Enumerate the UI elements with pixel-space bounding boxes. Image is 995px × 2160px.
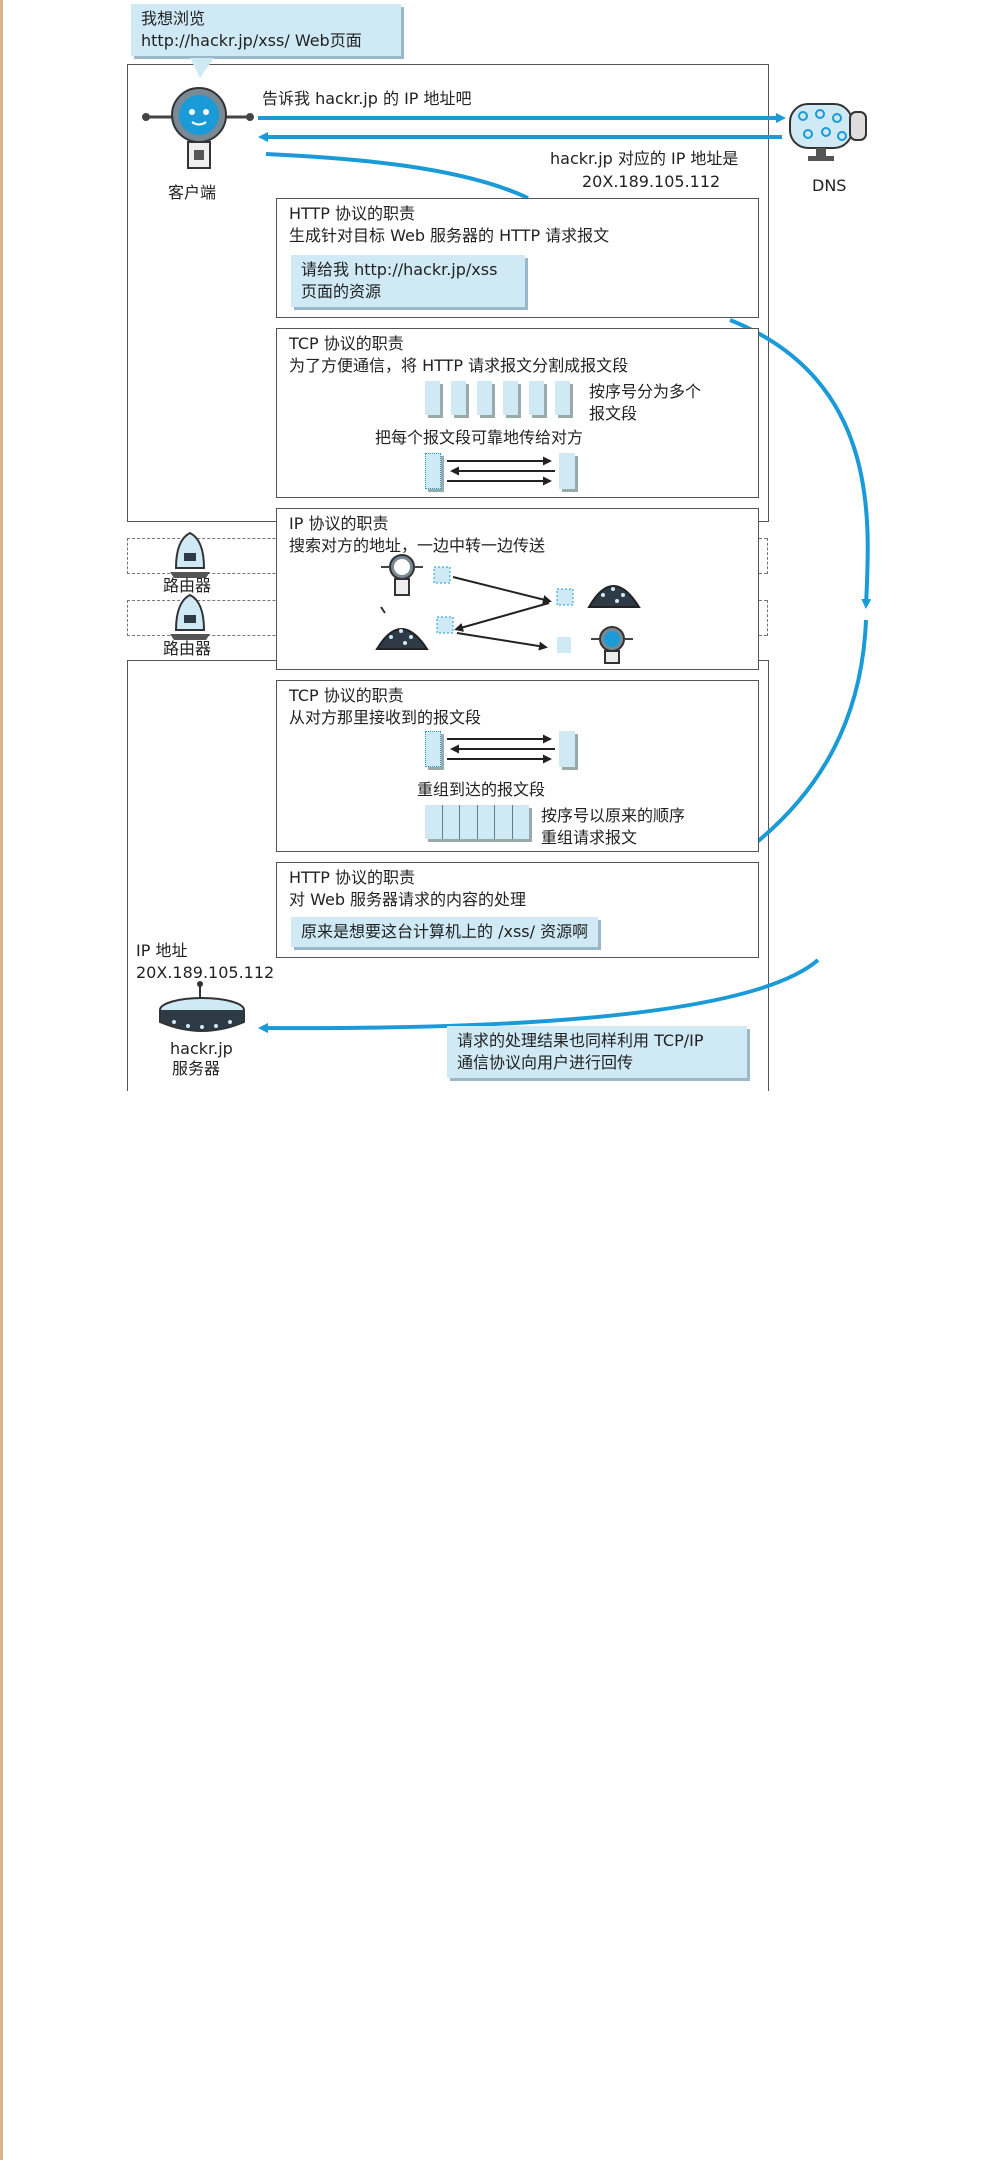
- tcp-recv-transfer-arrows: [447, 734, 555, 764]
- router-band-1-left: [127, 538, 128, 574]
- router-icon-2: [170, 593, 210, 640]
- http-recv-note: 原来是想要这台计算机上的 /xss/ 资源啊: [291, 917, 599, 947]
- segment: [503, 381, 518, 415]
- http-recv-panel: HTTP 协议的职责 对 Web 服务器请求的内容的处理 原来是想要这台计算机上…: [276, 862, 759, 958]
- http-send-desc: 生成针对目标 Web 服务器的 HTTP 请求报文: [289, 226, 610, 245]
- client-out-curve: [265, 152, 529, 200]
- client-speech-bubble: 我想浏览 http://hackr.jp/xss/ Web页面: [131, 4, 401, 56]
- segment: [555, 381, 570, 415]
- router-icon-1: [170, 531, 210, 578]
- client-bubble-line1: 我想浏览: [141, 9, 206, 28]
- client-bubble-line2: http://hackr.jp/xss/ Web页面: [141, 31, 362, 50]
- dns-reply-line1: hackr.jp 对应的 IP 地址是: [550, 149, 739, 168]
- router-label-1: 路由器: [163, 576, 212, 595]
- segment: [451, 381, 466, 415]
- packet-segment: [557, 637, 571, 653]
- dns-server-icon: [789, 103, 867, 161]
- tcp-recv-note2-line1: 按序号以原来的顺序: [541, 806, 686, 825]
- router-band-2-left: [127, 600, 128, 636]
- web-server-icon: [159, 981, 245, 1032]
- response-line1: 请求的处理结果也同样利用 TCP/IP: [457, 1031, 704, 1050]
- packet-segment: [556, 588, 574, 606]
- tcp-recv-desc: 从对方那里接收到的报文段: [289, 708, 482, 727]
- tcp-send-transfer-arrows: [447, 456, 555, 486]
- router-band-2-right: [767, 600, 768, 636]
- router-label-2: 路由器: [163, 639, 212, 658]
- segment-receiver: [559, 453, 575, 489]
- response-note: 请求的处理结果也同样利用 TCP/IP 通信协议向用户进行回传: [447, 1026, 747, 1078]
- tcp-send-note2: 把每个报文段可靠地传给对方: [375, 428, 584, 447]
- ip-panel: IP 协议的职责 搜索对方的地址，一边中转一边传送: [276, 508, 759, 670]
- http-send-note-line2: 页面的资源: [301, 282, 382, 301]
- response-curve: [258, 958, 820, 1034]
- packet-segment: [436, 616, 454, 634]
- http-recv-title: HTTP 协议的职责: [289, 868, 416, 887]
- server-ip-line1: IP 地址: [136, 941, 188, 960]
- tcp-recv-title: TCP 协议的职责: [289, 686, 404, 705]
- server-name-line2: 服务器: [172, 1059, 221, 1078]
- transport-curve: [729, 318, 872, 609]
- response-line2: 通信协议向用户进行回传: [457, 1053, 634, 1072]
- right-edge-strip: [0, 1080, 3, 2160]
- server-name-line1: hackr.jp: [170, 1039, 233, 1058]
- server-ip-line2: 20X.189.105.112: [136, 963, 275, 982]
- tcp-recv-panel: TCP 协议的职责 从对方那里接收到的报文段 重组到达的报文段 按序号以原来的顺…: [276, 680, 759, 852]
- client-label: 客户端: [168, 183, 217, 202]
- client-robot-icon: [142, 87, 254, 169]
- left-edge-strip: [0, 0, 3, 1080]
- bubble-tail: [190, 58, 214, 78]
- http-send-panel: HTTP 协议的职责 生成针对目标 Web 服务器的 HTTP 请求报文 请给我…: [276, 198, 759, 318]
- dns-reply-line2: 20X.189.105.112: [582, 172, 721, 191]
- segment: [477, 381, 492, 415]
- tcp-send-note1-line2: 报文段: [589, 404, 638, 423]
- tcp-send-title: TCP 协议的职责: [289, 334, 404, 353]
- http-recv-desc: 对 Web 服务器请求的内容的处理: [289, 890, 527, 909]
- ip-routing-drawing: [375, 554, 641, 664]
- router-dome-icon: [587, 585, 641, 608]
- http-send-note: 请给我 http://hackr.jp/xss 页面的资源: [291, 255, 525, 307]
- tcp-recv-note1: 重组到达的报文段: [417, 780, 546, 799]
- tcp-send-panel: TCP 协议的职责 为了方便通信，将 HTTP 请求报文分割成报文段 按序号分为…: [276, 328, 759, 498]
- tcp-send-desc: 为了方便通信，将 HTTP 请求报文分割成报文段: [289, 356, 629, 375]
- http-send-title: HTTP 协议的职责: [289, 204, 416, 223]
- segment: [425, 381, 440, 415]
- reassembled-segments: [425, 805, 529, 839]
- segment: [529, 381, 544, 415]
- ip-title: IP 协议的职责: [289, 514, 389, 533]
- segment-receiver: [559, 731, 575, 767]
- dns-request-text: 告诉我 hackr.jp 的 IP 地址吧: [262, 89, 472, 108]
- tcp-send-note1-line1: 按序号分为多个: [589, 382, 702, 401]
- router-dome-icon: [375, 628, 429, 650]
- transport-curve-lower: [755, 619, 868, 844]
- segment-sender: [425, 731, 441, 767]
- packet-segment: [433, 566, 451, 584]
- arrow-layer: [258, 113, 872, 1034]
- http-send-note-line1: 请给我 http://hackr.jp/xss: [301, 260, 498, 279]
- router-band-1-right: [767, 538, 768, 574]
- dns-label: DNS: [812, 176, 847, 195]
- ip-desc: 搜索对方的地址，一边中转一边传送: [289, 536, 546, 555]
- segment-sender: [425, 453, 441, 489]
- tcp-recv-note2-line2: 重组请求报文: [541, 828, 638, 847]
